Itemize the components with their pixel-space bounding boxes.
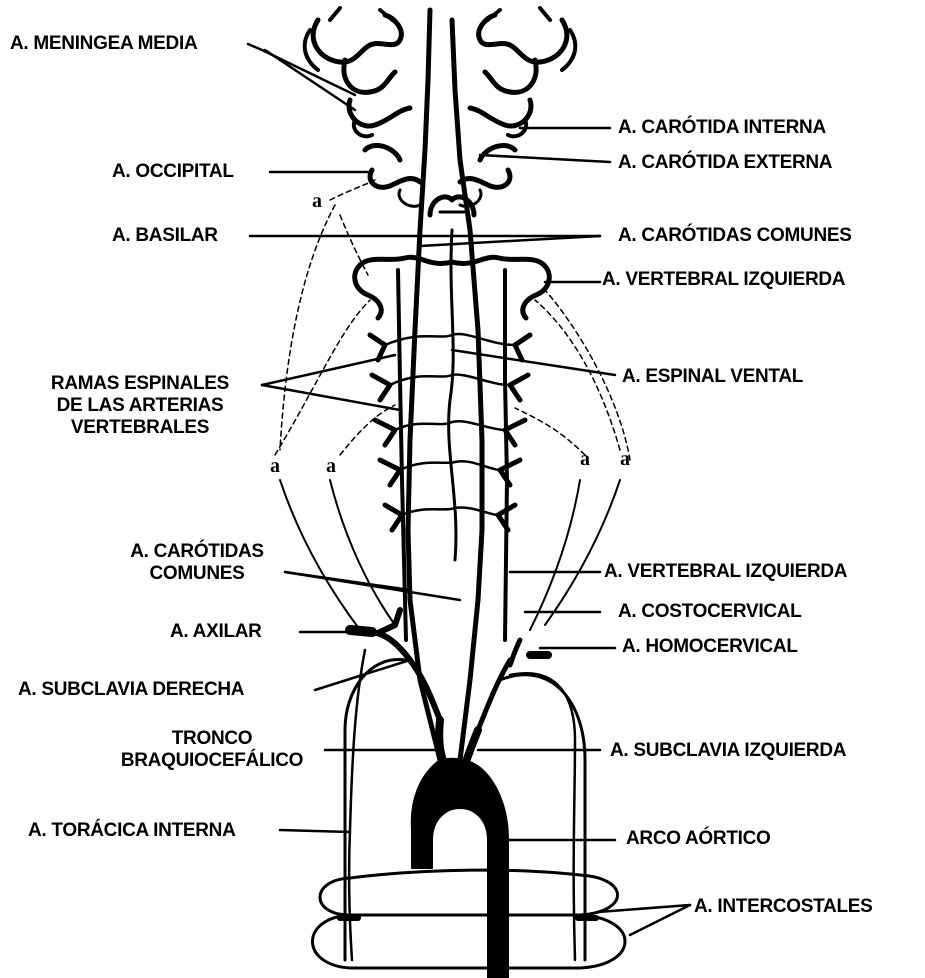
mark-a-lower-left-outer: a: [270, 455, 280, 478]
label-homocervical: A. HOMOCERVICAL: [622, 636, 798, 658]
mark-a-upper: a: [312, 190, 322, 213]
label-ramas-line-1: RAMAS ESPINALES: [20, 373, 260, 395]
subclavian-left-base: [465, 730, 478, 765]
brachiocephalic-base: [439, 720, 445, 765]
label-ramas-line-2: DE LAS ARTERIAS: [20, 395, 260, 417]
label-arco-aortico: ARCO AÓRTICO: [626, 828, 771, 850]
mark-a-lower-left-inner: a: [326, 455, 336, 478]
label-carotida-interna: A. CARÓTIDA INTERNA: [618, 117, 826, 139]
axilar-stub: [350, 630, 372, 632]
label-meningea-media: A. MENINGEA MEDIA: [10, 33, 197, 55]
label-basilar: A. BASILAR: [112, 225, 218, 247]
label-carotidas-mid-line-1: A. CARÓTIDAS: [112, 541, 282, 563]
label-tronco-line-1: TRONCO: [92, 728, 332, 750]
label-axilar: A. AXILAR: [170, 621, 262, 643]
aortic-arch: [412, 759, 508, 978]
skull-base: [305, 8, 576, 126]
label-carotida-externa: A. CARÓTIDA EXTERNA: [618, 152, 832, 174]
label-espinal-ventral: A. ESPINAL VENTAL: [622, 366, 803, 388]
label-costocervical: A. COSTOCERVICAL: [618, 601, 801, 623]
occipital-region: [354, 120, 526, 206]
label-intercostales: A. INTERCOSTALES: [694, 896, 873, 918]
label-occipital: A. OCCIPITAL: [112, 161, 234, 183]
label-subclavia-izquierda: A. SUBCLAVIA IZQUIERDA: [610, 740, 846, 762]
label-toracica-interna: A. TORÁCICA INTERNA: [28, 820, 236, 842]
label-ramas-espinales: RAMAS ESPINALES DE LAS ARTERIAS VERTEBRA…: [20, 373, 260, 439]
common-carotid-left: [452, 20, 482, 760]
label-carotidas-mid-line-2: COMUNES: [112, 563, 282, 585]
vertebral-segments-left: [498, 335, 530, 530]
mark-a-lower-right-inner: a: [580, 448, 590, 471]
lower-guides: [280, 480, 620, 630]
mark-a-lower-right-outer: a: [620, 448, 630, 471]
label-tronco-braquiocefalico: TRONCO BRAQUIOCEFÁLICO: [92, 728, 332, 772]
vertebral-segments-right: [370, 335, 402, 530]
label-subclavia-derecha: A. SUBCLAVIA DERECHA: [18, 679, 244, 701]
label-tronco-line-2: BRAQUIOCEFÁLICO: [92, 750, 332, 772]
label-vertebral-izquierda-mid: A. VERTEBRAL IZQUIERDA: [604, 561, 847, 583]
common-carotid-right: [408, 10, 440, 760]
label-vertebral-izquierda-top: A. VERTEBRAL IZQUIERDA: [602, 269, 845, 291]
label-carotidas-comunes-top: A. CARÓTIDAS COMUNES: [618, 225, 852, 247]
label-ramas-line-3: VERTEBRALES: [20, 417, 260, 439]
left-subclavian: [478, 640, 548, 730]
spinal-ventral: [449, 230, 456, 560]
label-carotidas-comunes-mid: A. CARÓTIDAS COMUNES: [112, 541, 282, 585]
